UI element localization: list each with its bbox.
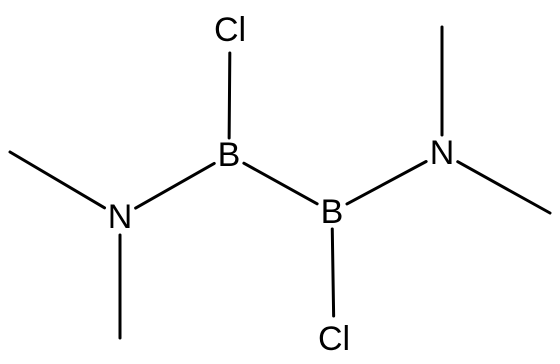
atom-label-b1: B — [218, 136, 241, 174]
bond-n2-c4 — [456, 160, 552, 215]
bond-b1-n1 — [134, 161, 216, 210]
bond-cl1-b1 — [227, 51, 232, 140]
atom-label-b2: B — [321, 193, 344, 231]
bond-n1-c1 — [8, 150, 107, 210]
atom-label-n1: N — [108, 198, 133, 236]
atom-label-cl2: Cl — [318, 320, 350, 358]
atom-label-cl1: Cl — [214, 11, 246, 49]
bond-b1-b2 — [242, 161, 319, 206]
bond-b2-n2 — [345, 160, 428, 206]
bond-layer — [8, 25, 552, 340]
bond-b2-cl2 — [330, 227, 336, 318]
atom-label-n2: N — [430, 134, 455, 172]
